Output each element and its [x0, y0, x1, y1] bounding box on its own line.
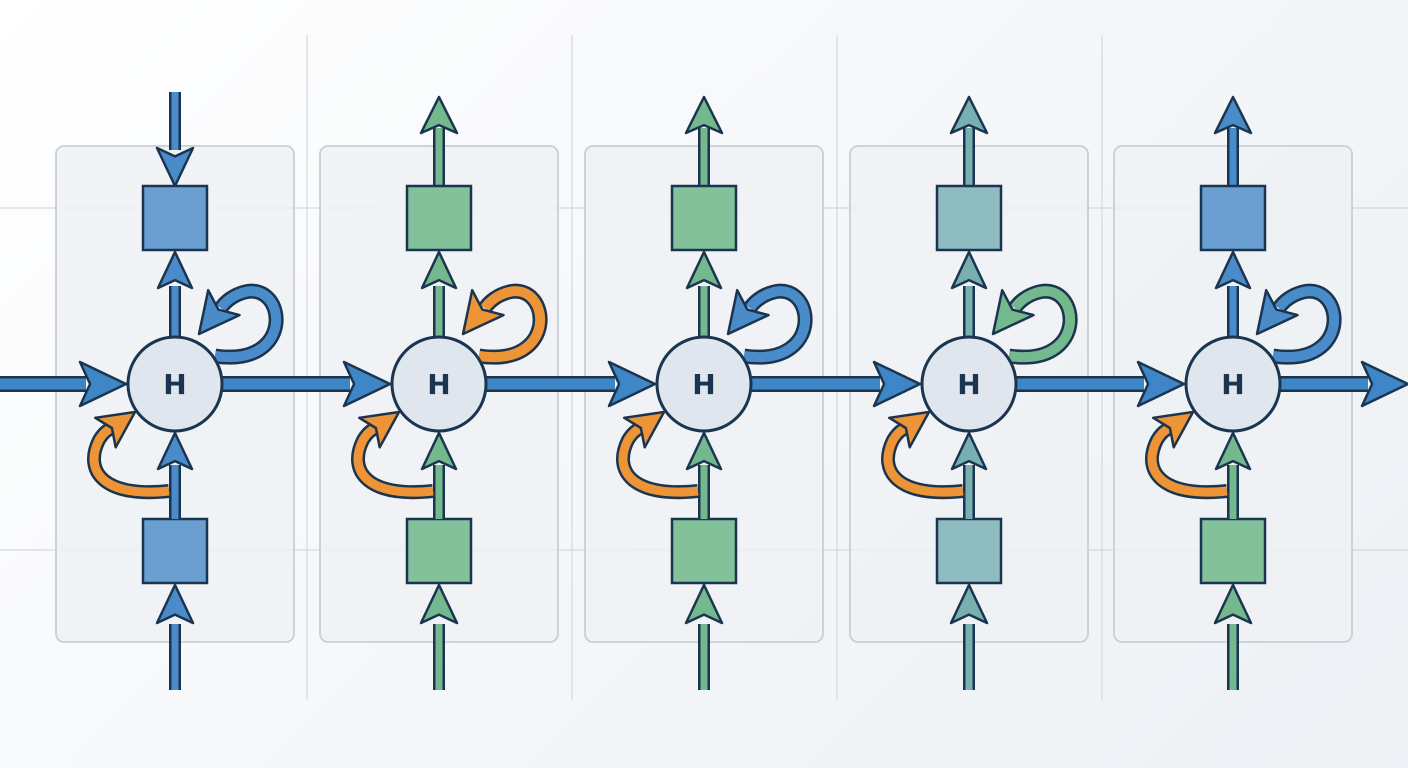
cell-5-output-arrow-head	[1213, 95, 1253, 135]
cell-2-self-loop-bottom	[351, 419, 434, 500]
cell-2-hidden-to-output-head	[420, 250, 458, 290]
cell-3-hidden-node-circle	[655, 335, 753, 433]
cell-1-self-loop-bottom-head	[93, 410, 137, 449]
cell-3-self-loop-top-head	[726, 288, 770, 336]
cell-3-hidden-node: H	[655, 335, 753, 433]
chain-arrow-4-to-5-head	[1136, 360, 1186, 408]
vertical-connections	[141, 92, 1267, 690]
chain-arrow-1-to-2-head	[342, 360, 392, 408]
cell-5-hidden-node: H	[1184, 335, 1282, 433]
cell-5-input-to-hidden-head	[1214, 431, 1252, 471]
cell-5-input-box	[1199, 517, 1267, 585]
cell-1-self-loop-top	[213, 283, 284, 365]
cell-5-self-loop-bottom-head	[1151, 410, 1195, 449]
cell-2-hidden-node: H	[390, 335, 488, 433]
cell-4-input-box	[935, 517, 1003, 585]
cell-2-output-arrow-head	[419, 95, 459, 135]
cell-5-hidden-to-output-head	[1214, 250, 1252, 290]
cell-5-self-loop-top-head	[1255, 288, 1299, 336]
cell-1-input-arrow-head	[155, 583, 195, 625]
cell-4-output-box	[935, 184, 1003, 252]
cell-1-hidden-node: H	[126, 335, 224, 433]
hidden-state-chain	[0, 360, 1408, 408]
cell-2-self-loop-top-fill	[478, 286, 546, 363]
cell-2-self-loop-top-head	[461, 288, 505, 336]
cell-4-hidden-node: H	[920, 335, 1018, 433]
cell-4-hidden-node-label: H	[957, 368, 980, 401]
cell-1-self-loop-bottom-fill	[89, 421, 170, 497]
cell-1-output-box	[141, 184, 209, 252]
cell-1-hidden-node-label: H	[163, 368, 186, 401]
cell-2-input-box	[405, 517, 473, 585]
self-loops	[87, 283, 1342, 500]
cell-5-self-loop-top	[1271, 283, 1342, 365]
cell-2-input-arrow-head	[419, 583, 459, 625]
cell-1-input-to-hidden-head	[156, 431, 194, 471]
cell-1-self-loop-top-fill	[214, 286, 282, 363]
cell-4-output-arrow-head	[949, 95, 989, 135]
cell-3-self-loop-top	[742, 283, 813, 365]
cell-1-self-loop-bottom	[87, 419, 170, 500]
cell-5-self-loop-top-fill	[1272, 286, 1340, 363]
cell-4-hidden-node-circle	[920, 335, 1018, 433]
cell-1-top-input-arrow-head	[155, 146, 195, 188]
cell-3-self-loop-top-fill	[743, 286, 811, 363]
cell-3-self-loop-bottom-fill	[618, 421, 699, 497]
cell-5-self-loop-bottom	[1145, 419, 1228, 500]
cell-4-self-loop-top-head	[991, 288, 1035, 336]
cell-5-hidden-node-circle	[1184, 335, 1282, 433]
cell-2-output-box	[405, 184, 473, 252]
cell-4-self-loop-bottom-fill	[883, 421, 964, 497]
cell-5-output-box	[1199, 184, 1267, 252]
cell-4-self-loop-top-fill	[1008, 286, 1076, 363]
cell-5-input-arrow-head	[1213, 583, 1253, 625]
cell-1-hidden-to-output-head	[156, 250, 194, 290]
cell-4-self-loop-bottom	[881, 419, 964, 500]
cell-5-hidden-node-label: H	[1221, 368, 1244, 401]
cell-2-input-to-hidden-head	[420, 431, 458, 471]
cell-3-hidden-to-output-head	[685, 250, 723, 290]
chain-arrow-2-to-3-head	[607, 360, 657, 408]
cell-3-self-loop-bottom	[616, 419, 699, 500]
cell-4-hidden-to-output-head	[950, 250, 988, 290]
cell-2-hidden-node-label: H	[427, 368, 450, 401]
cell-4-input-to-hidden-head	[950, 431, 988, 471]
cell-1-hidden-node-circle	[126, 335, 224, 433]
cell-3-output-arrow-head	[684, 95, 724, 135]
cell-3-output-box	[670, 184, 738, 252]
cell-4-input-arrow-head	[949, 583, 989, 625]
cell-2-self-loop-bottom-head	[357, 410, 401, 449]
cell-3-input-to-hidden-head	[685, 431, 723, 471]
cell-3-input-arrow-head	[684, 583, 724, 625]
chain-arrow-input-head	[78, 360, 128, 408]
chain-arrow-output-head	[1360, 360, 1408, 408]
cell-1-input-box	[141, 517, 209, 585]
cell-2-self-loop-bottom-fill	[353, 421, 434, 497]
cell-3-input-box	[670, 517, 738, 585]
cell-5-self-loop-bottom-fill	[1147, 421, 1228, 497]
cell-3-hidden-node-label: H	[692, 368, 715, 401]
cell-3-self-loop-bottom-head	[622, 410, 666, 449]
cell-4-self-loop-bottom-head	[887, 410, 931, 449]
chain-arrow-3-to-4-head	[872, 360, 922, 408]
cell-2-hidden-node-circle	[390, 335, 488, 433]
cell-2-self-loop-top	[477, 283, 548, 365]
cell-1-self-loop-top-head	[197, 288, 241, 336]
cell-4-self-loop-top	[1007, 283, 1078, 365]
